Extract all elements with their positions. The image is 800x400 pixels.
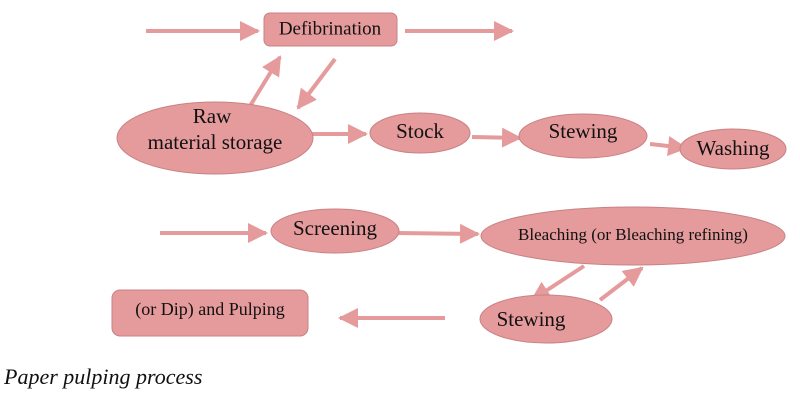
label-raw-line1: Raw	[193, 104, 232, 128]
node-bleaching	[480, 206, 786, 266]
node-raw-material-storage	[116, 101, 314, 175]
arrow-stewing-to-bleaching	[598, 266, 644, 302]
figure-caption: Paper pulping process	[4, 364, 203, 389]
arrow-defibrination-to-raw	[296, 57, 337, 110]
nodes	[111, 12, 787, 344]
node-stewing-bottom	[479, 294, 613, 344]
arrows	[146, 21, 688, 328]
node-defibrination	[263, 12, 398, 47]
label-stock: Stock	[396, 119, 444, 143]
label-raw-line2: material storage	[148, 130, 283, 154]
node-washing	[679, 128, 787, 170]
arrow-bleaching-to-stewing	[530, 264, 586, 302]
node-stewing-top	[518, 113, 648, 159]
label-screening: Screening	[293, 216, 377, 240]
label-bleaching: Bleaching (or Bleaching refining)	[518, 225, 748, 244]
label-stewing-bottom: Stewing	[497, 307, 566, 331]
label-defibrination: Defibrination	[279, 18, 382, 39]
label-dip-pulping: (or Dip) and Pulping	[135, 299, 284, 320]
node-labels: Defibrination Raw material storage Stock…	[135, 18, 770, 330]
label-washing: Washing	[697, 136, 770, 160]
arrow-raw-to-defibrination	[248, 55, 282, 108]
node-dip-pulping	[111, 289, 309, 337]
node-stock	[369, 112, 471, 154]
label-stewing-top: Stewing	[549, 119, 618, 143]
arrow-stock-to-stewing	[471, 127, 522, 148]
node-screening	[270, 208, 400, 254]
arrow-screening-to-bleaching	[395, 223, 480, 244]
